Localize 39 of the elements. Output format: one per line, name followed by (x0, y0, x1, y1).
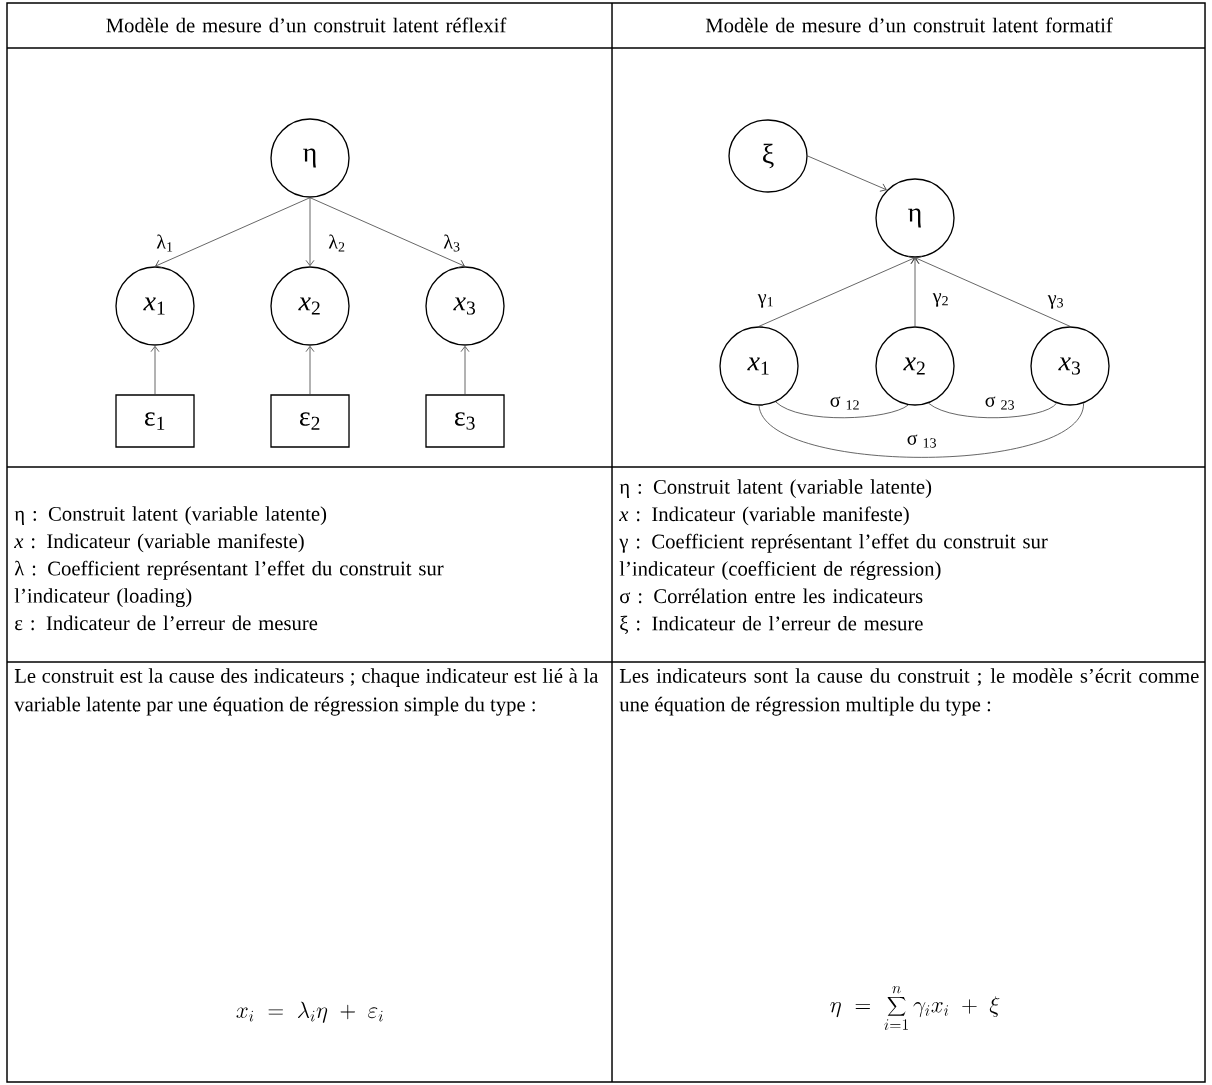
arrow (460, 345, 470, 395)
edge-label: λ$_{3}$ (442, 233, 463, 253)
edge-label: σ $_{12}$ (828, 395, 862, 411)
legend-entry: γ : Coefficient représentant l’effet du construit sur l’indicateur (coefficient de régression) (619, 533, 1048, 581)
description-text: Le construit est la cause des indicateurs ; chaque indicateur est lié à la variable latente par une équation de régression simple du type : (14, 668, 599, 716)
legend-entry: η : Construit latent (variable latente) (619, 479, 932, 498)
edge-label: σ $_{23}$ (983, 395, 1017, 411)
legend-entry: σ : Corrélation entre les indicateurs (620, 588, 923, 604)
arrow (807, 155, 887, 192)
arrow (305, 197, 315, 267)
correlation-arc (928, 402, 1057, 419)
edge-label: γ$_{1}$ (756, 292, 776, 310)
correlation-arc (758, 402, 1084, 458)
arrow (758, 256, 915, 327)
error-box: ε$_{1}$ (115, 394, 195, 448)
correlation-arc (775, 401, 909, 419)
arrow (150, 345, 160, 395)
legend-entry: λ : Coefficient représentant l’effet du construit sur l’indicateur (loading) (14, 560, 444, 608)
legend-entry: ξ : Indicateur de l’erreur de mesure (620, 615, 923, 634)
arrow (305, 345, 315, 395)
equation: $\eta \;=\; \sum_{i=1}^{n} \gamma_i x_i \;+\; \xi$ (830, 986, 1000, 1030)
legend-entry: x : Indicateur (variable manifeste) (14, 533, 304, 553)
legend-entry: x : Indicateur (variable manifeste) (619, 506, 909, 526)
equation: $x_i \;=\; \lambda_i \eta \;+\; \varepsilon_i$ (236, 1001, 383, 1023)
error-box: ε$_{3}$ (425, 394, 505, 448)
column-header: Modèle de mesure d’un construit latent formatif (705, 17, 1113, 33)
description-text: Les indicateurs sont la cause du construit ; le modèle s’écrit comme une équation de régression multiple du type : (619, 668, 1199, 716)
legend-entry: η : Construit latent (variable latente) (14, 506, 327, 525)
column-header: Modèle de mesure d’un construit latent réflexif (106, 17, 507, 33)
edge-label: σ $_{13}$ (905, 433, 939, 449)
arrow (155, 197, 311, 268)
error-box: ε$_{2}$ (270, 394, 350, 448)
arrow (915, 256, 1071, 327)
edge-label: γ$_{2}$ (931, 291, 951, 309)
edge-label: λ$_{1}$ (155, 233, 175, 253)
arrow (309, 197, 465, 268)
edge-label: λ$_{2}$ (327, 233, 347, 253)
legend-entry: ε : Indicateur de l’erreur de mesure (15, 615, 318, 631)
edge-label: γ$_{3}$ (1046, 293, 1066, 311)
